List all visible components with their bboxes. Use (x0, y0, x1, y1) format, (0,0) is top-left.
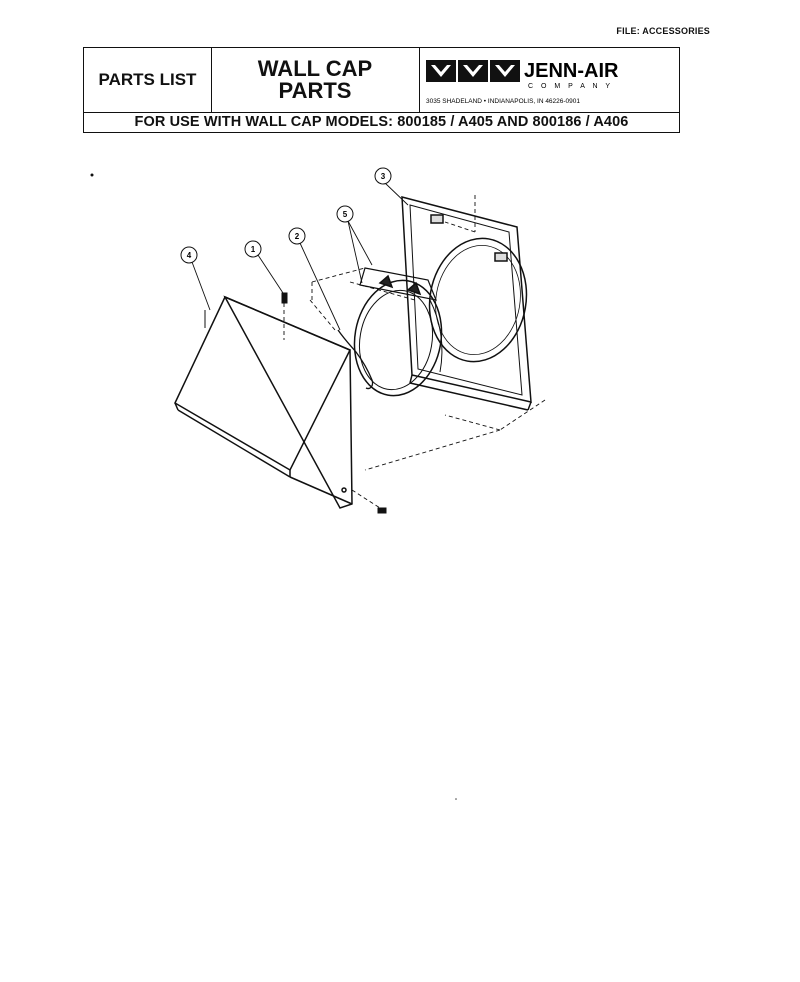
callout-4: 4 (180, 246, 198, 264)
assembly-lines (283, 195, 546, 509)
company-address: 3035 SHADELAND • INDIANAPOLIS, IN 46226-… (426, 98, 580, 105)
document-title: WALL CAP PARTS (211, 48, 420, 112)
title-line-1: WALL CAP (257, 56, 373, 81)
callout-1: 1 (244, 240, 262, 258)
callout-2-number: 2 (295, 232, 300, 241)
callout-1-number: 1 (251, 245, 256, 254)
hood-part (174, 295, 353, 509)
company-logo-block: JENN-AIR C O M P A N Y 3035 SHADELAND • … (420, 48, 678, 112)
file-label: FILE: ACCESSORIES (616, 26, 710, 36)
callout-5: 5 (336, 205, 354, 223)
parts-list-label: PARTS LIST (84, 48, 212, 112)
callout-2: 2 (288, 227, 306, 245)
screw-part (281, 292, 387, 514)
stray-mark (90, 173, 94, 177)
jenn-air-logo: JENN-AIR C O M P A N Y 3035 SHADELAND • … (426, 60, 619, 105)
callout-3-number: 3 (381, 172, 386, 181)
callout-4-number: 4 (187, 251, 192, 260)
company-word: C O M P A N Y (528, 83, 613, 90)
callout-3: 3 (374, 167, 392, 185)
frame-part (401, 196, 532, 411)
spring-part (337, 329, 374, 390)
callout-leaders (191, 182, 409, 331)
chevron-logo-icon (426, 60, 520, 82)
damper-part (353, 267, 443, 397)
models-line: FOR USE WITH WALL CAP MODELS: 800185 / A… (134, 114, 629, 130)
callout-5-number: 5 (343, 210, 348, 219)
parts-list-header: PARTS LIST WALL CAP PARTS JENN-AIR C O M… (83, 47, 680, 133)
brand-name: JENN-AIR (524, 60, 619, 82)
stray-mark (455, 798, 457, 800)
header-top-row: PARTS LIST WALL CAP PARTS JENN-AIR C O M… (84, 48, 679, 113)
title-line-2: PARTS (278, 78, 352, 103)
